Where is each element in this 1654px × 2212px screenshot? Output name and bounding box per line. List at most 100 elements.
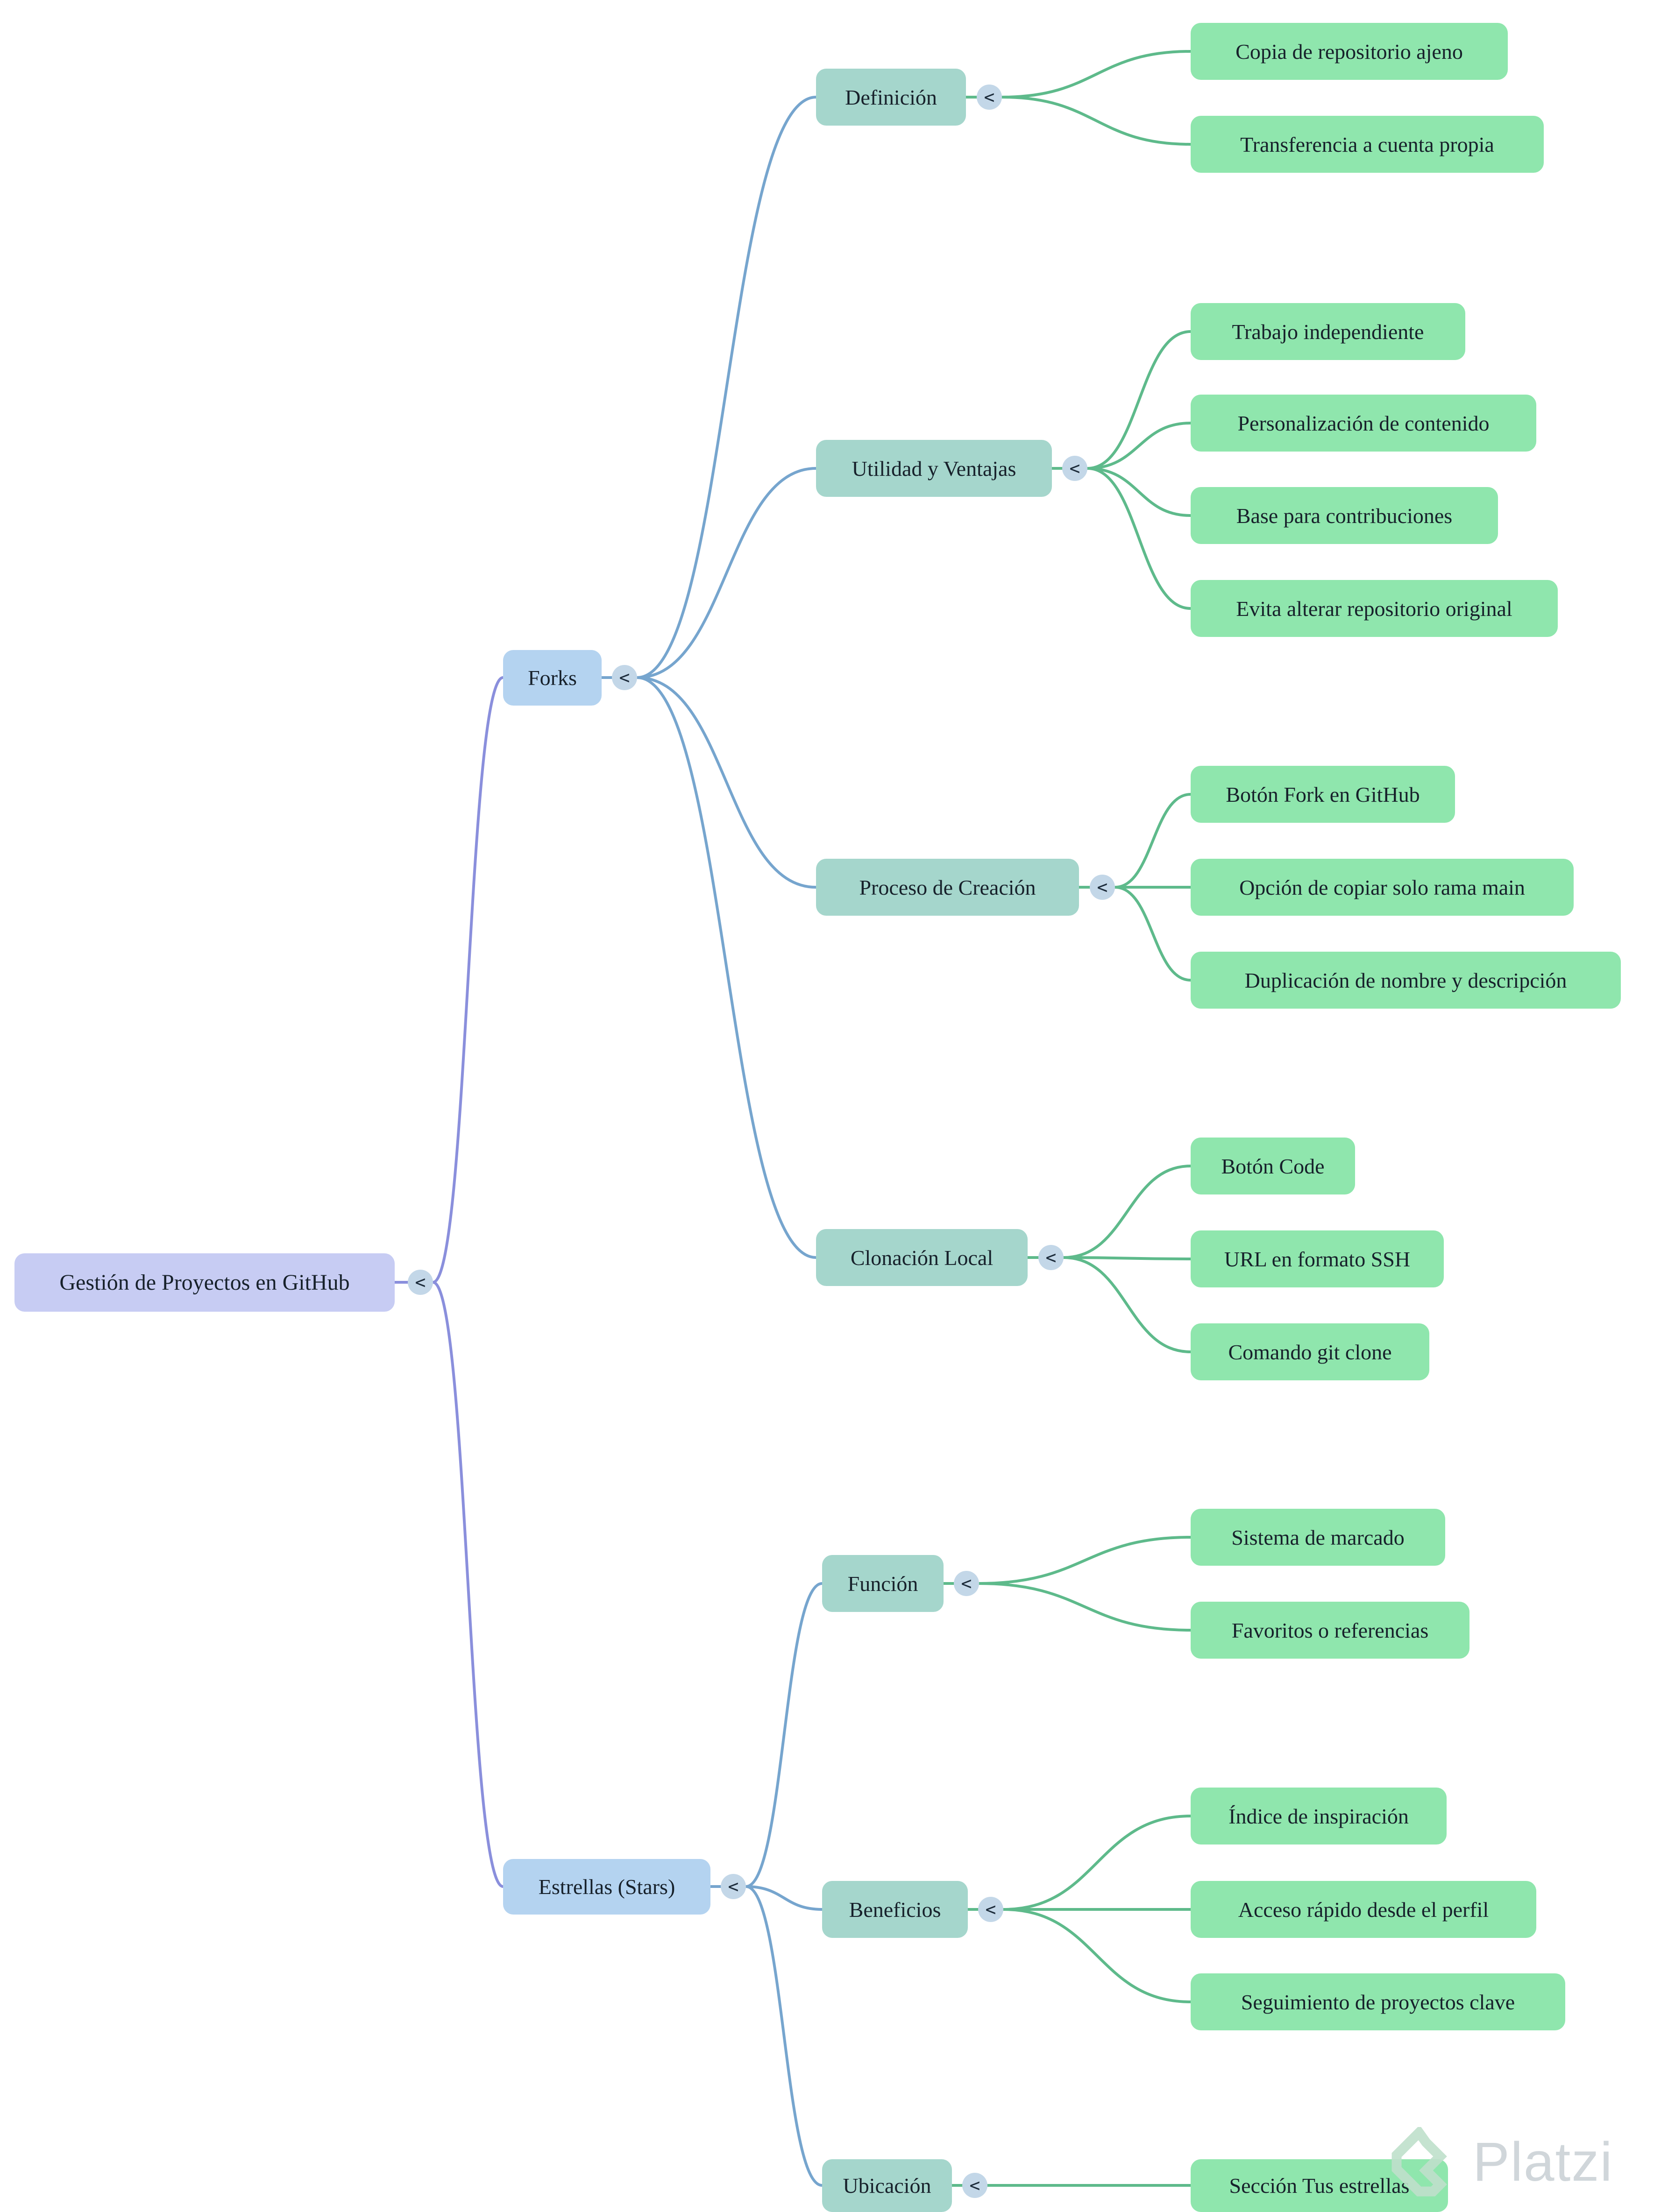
node-copia-label: Copia de repositorio ajeno: [1235, 39, 1463, 64]
node-boton-fork-label: Botón Fork en GitHub: [1226, 782, 1420, 806]
edge: [636, 467, 817, 679]
node-utilidad[interactable]: Utilidad y Ventajas: [816, 440, 1052, 497]
node-definicion-label: Definición: [845, 85, 937, 109]
edge: [1001, 96, 1192, 146]
edge: [1062, 1256, 1192, 1260]
edge: [1114, 793, 1192, 889]
toggle-utilidad[interactable]: <: [1062, 456, 1087, 481]
toggle-root[interactable]: <: [408, 1270, 433, 1295]
node-acceso-label: Acceso rápido desde el perfil: [1238, 1897, 1489, 1922]
node-personalizacion[interactable]: Personalización de contenido: [1191, 395, 1536, 452]
node-trabajo[interactable]: Trabajo independiente: [1191, 303, 1465, 360]
node-forks-label: Forks: [528, 666, 577, 690]
collapse-icon: <: [985, 1899, 996, 1920]
edge: [1002, 1908, 1192, 2003]
node-seguimiento[interactable]: Seguimiento de proyectos clave: [1191, 1973, 1565, 2030]
node-estrellas-label: Estrellas (Stars): [538, 1875, 675, 1899]
watermark-brand: Platzi: [1473, 2131, 1613, 2193]
toggle-estrellas[interactable]: <: [721, 1874, 746, 1899]
collapse-icon: <: [984, 87, 995, 107]
collapse-icon: <: [415, 1272, 426, 1293]
node-personalizacion-label: Personalización de contenido: [1237, 411, 1490, 435]
node-beneficios[interactable]: Beneficios: [822, 1881, 968, 1938]
node-favoritos[interactable]: Favoritos o referencias: [1191, 1602, 1469, 1659]
node-clonacion[interactable]: Clonación Local: [816, 1229, 1028, 1286]
edge: [1001, 50, 1192, 99]
node-transferencia-label: Transferencia a cuenta propia: [1240, 132, 1494, 156]
edge: [1086, 422, 1192, 470]
collapse-icon: <: [1097, 877, 1108, 898]
node-evita-label: Evita alterar repositorio original: [1236, 596, 1512, 621]
node-sistema-marcado[interactable]: Sistema de marcado: [1191, 1509, 1445, 1566]
edge: [1062, 1165, 1192, 1259]
node-favoritos-label: Favoritos o referencias: [1231, 1618, 1429, 1642]
edge: [978, 1536, 1192, 1585]
toggle-proceso[interactable]: <: [1090, 875, 1115, 900]
edge: [1086, 467, 1192, 517]
node-duplicacion-label: Duplicación de nombre y descripción: [1244, 968, 1567, 992]
toggle-funcion[interactable]: <: [954, 1571, 979, 1596]
edge: [745, 1885, 823, 1911]
edge: [636, 96, 817, 679]
node-funcion[interactable]: Función: [822, 1555, 944, 1612]
node-proceso-label: Proceso de Creación: [859, 875, 1036, 899]
node-ubicacion[interactable]: Ubicación: [822, 2159, 952, 2212]
collapse-icon: <: [728, 1876, 739, 1897]
platzi-logo-icon: [1391, 2127, 1447, 2197]
node-comando-clone[interactable]: Comando git clone: [1191, 1323, 1429, 1380]
toggle-forks[interactable]: <: [612, 665, 637, 690]
edge: [636, 676, 817, 889]
node-copia[interactable]: Copia de repositorio ajeno: [1191, 23, 1508, 80]
node-proceso[interactable]: Proceso de Creación: [816, 859, 1079, 916]
edge: [1002, 1815, 1192, 1911]
node-url-ssh[interactable]: URL en formato SSH: [1191, 1230, 1444, 1287]
node-url-ssh-label: URL en formato SSH: [1224, 1247, 1411, 1271]
edge: [978, 1582, 1192, 1632]
edge: [1062, 1256, 1192, 1353]
node-funcion-label: Función: [847, 1571, 918, 1596]
node-estrellas[interactable]: Estrellas (Stars): [503, 1859, 710, 1915]
collapse-icon: <: [961, 1573, 972, 1594]
toggle-beneficios[interactable]: <: [978, 1897, 1003, 1922]
collapse-icon: <: [1045, 1247, 1057, 1268]
node-opcion-rama[interactable]: Opción de copiar solo rama main: [1191, 859, 1574, 916]
node-utilidad-label: Utilidad y Ventajas: [852, 456, 1016, 481]
collapse-icon: <: [969, 2175, 980, 2196]
edge: [1086, 467, 1192, 610]
node-definicion[interactable]: Definición: [816, 69, 966, 126]
edge: [636, 676, 817, 1259]
collapse-icon: <: [619, 667, 630, 688]
toggle-clonacion[interactable]: <: [1038, 1245, 1064, 1270]
node-opcion-rama-label: Opción de copiar solo rama main: [1239, 875, 1525, 899]
node-base-label: Base para contribuciones: [1236, 503, 1453, 528]
node-boton-code[interactable]: Botón Code: [1191, 1138, 1355, 1194]
node-acceso[interactable]: Acceso rápido desde el perfil: [1191, 1881, 1536, 1938]
node-transferencia[interactable]: Transferencia a cuenta propia: [1191, 116, 1544, 173]
toggle-ubicacion[interactable]: <: [962, 2173, 987, 2198]
node-duplicacion[interactable]: Duplicación de nombre y descripción: [1191, 952, 1621, 1009]
node-beneficios-label: Beneficios: [849, 1897, 941, 1922]
node-ubicacion-label: Ubicación: [843, 2174, 931, 2198]
node-seguimiento-label: Seguimiento de proyectos clave: [1241, 1990, 1515, 2014]
edge: [1086, 330, 1192, 470]
edge: [432, 676, 504, 1284]
node-root[interactable]: Gestión de Proyectos en GitHub: [14, 1253, 395, 1312]
edge: [432, 1281, 504, 1888]
node-indice-label: Índice de inspiración: [1228, 1804, 1409, 1828]
node-boton-code-label: Botón Code: [1221, 1154, 1325, 1178]
node-comando-clone-label: Comando git clone: [1228, 1340, 1392, 1364]
edge: [1114, 886, 1192, 982]
node-base[interactable]: Base para contribuciones: [1191, 487, 1498, 544]
node-boton-fork[interactable]: Botón Fork en GitHub: [1191, 766, 1455, 823]
node-indice[interactable]: Índice de inspiración: [1191, 1788, 1447, 1845]
watermark: Platzi: [1390, 2127, 1613, 2197]
edge: [745, 1885, 823, 2187]
node-evita[interactable]: Evita alterar repositorio original: [1191, 580, 1558, 637]
edge: [745, 1582, 823, 1888]
node-forks[interactable]: Forks: [503, 650, 602, 706]
node-seccion-estrellas[interactable]: Sección Tus estrellas: [1191, 2159, 1448, 2212]
toggle-definicion[interactable]: <: [977, 85, 1002, 110]
node-clonacion-label: Clonación Local: [850, 1245, 994, 1270]
node-root-label: Gestión de Proyectos en GitHub: [59, 1270, 350, 1295]
